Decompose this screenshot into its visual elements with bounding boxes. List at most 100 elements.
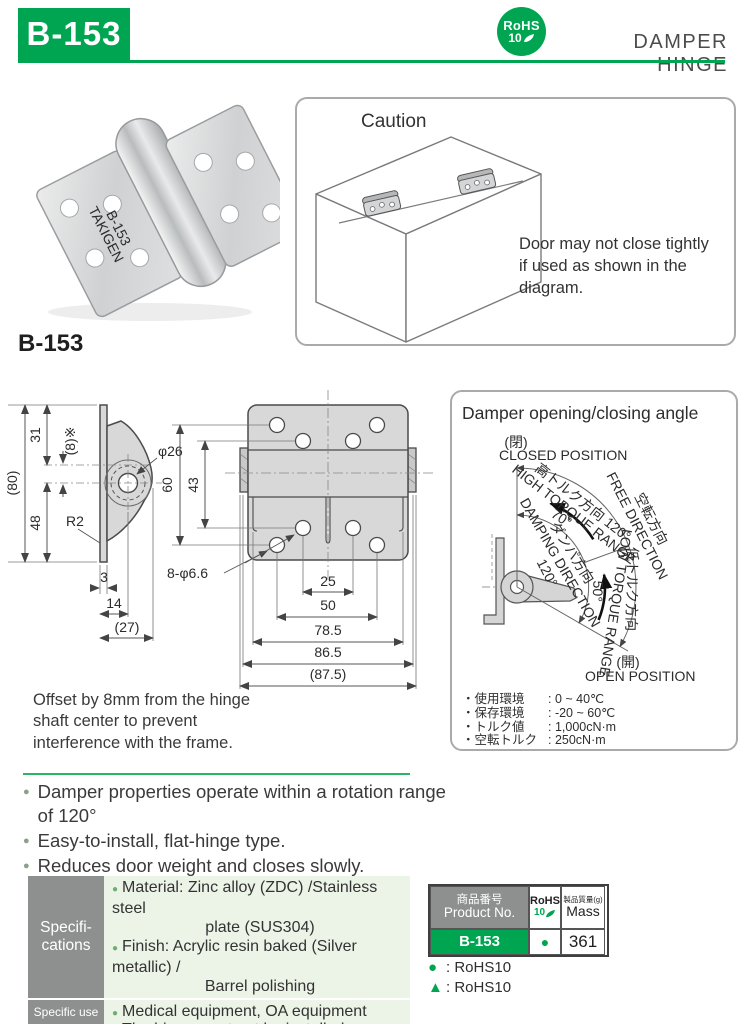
spec-text-cont: Barrel polishing [204,978,316,995]
dim-8: (8)※ [62,427,78,456]
mass-header: 製品質量(g) Mass [561,886,605,929]
env-spec-value: : 0 ~ 40℃ [548,692,605,706]
closed-jp-label: (閉) [504,434,527,450]
product-no-cell: B-153 [430,929,529,955]
dim-50: 50 [320,597,336,613]
dim-48: 48 [27,515,43,531]
bullet-icon: ● [112,884,119,895]
dim-60: 60 [159,477,175,493]
env-spec-label: ・トルク値 [462,719,525,734]
specifications-table: Specifi- cations ●Material: Zinc alloy (… [28,876,410,1024]
caution-title: Caution [361,111,427,132]
dim-holes: 8-φ6.6 [167,565,208,581]
legend-item: ▲: RoHS10 [428,978,511,998]
feature-text: Damper properties operate within a rotat… [37,781,446,826]
header-rule [18,60,725,63]
env-spec-value: : 1,000cN·m [548,719,617,734]
feature-text: Easy-to-install, flat-hinge type. [37,830,286,851]
circle-symbol: ● [428,959,438,976]
caution-message: Door may not close tightly if used as sh… [519,235,709,297]
section-divider [23,773,410,775]
mass-header-jp: 製品質量(g) [563,895,603,905]
hinge-illustration: TAKIGEN B-153 [36,104,280,318]
leaf-icon [523,34,534,42]
dim-87-5: (87.5) [310,666,347,682]
spec-row-label: Specific use [28,1000,104,1024]
dim-3: 3 [100,569,108,585]
rohs-header-line2: 10 [533,907,546,919]
low-jp-label: 低トルク方向 [623,547,640,631]
spec-text: Finish: Acrylic resin baked (Silver meta… [112,938,357,976]
dim-43: 43 [185,477,201,493]
low-torque-arrow [597,573,613,621]
bullet-icon: ● [23,786,30,798]
dim-phi26: φ26 [158,443,183,459]
angle-diagram: (閉) CLOSED POSITION (開) OPEN POSITION [482,434,695,684]
photo-shadow [48,303,252,321]
environment-specs: ・使用環境 : 0 ~ 40℃ ・保存環境 : -20 ~ 60℃ ・トルク値 : 1… [462,692,617,748]
product-code-badge: B-153 [18,8,130,60]
rohs-badge: RoHS 10 [497,7,546,56]
angle-50-label: 50° [589,580,606,602]
rohs-header-line1: RoHS [530,895,560,908]
bullet-icon: ● [23,860,30,872]
env-spec-value: : -20 ~ 60℃ [548,705,616,720]
photo-caption: B-153 [18,330,84,357]
legend-item: ● : RoHS10 [428,958,511,978]
angle-panel-title: Damper opening/closing angle [462,403,699,423]
page-title: DAMPER HINGE [633,31,728,76]
product-photo: TAKIGEN B-153 [36,104,280,321]
mass-header-en: Mass [566,903,600,920]
leaf-icon [546,909,556,917]
product-no-header-jp: 商品番号 [456,894,503,907]
technical-drawing: (80) 31 (8)※ 48 R2 φ26 3 14 [4,390,433,690]
env-spec-value: : 250cN·m [548,733,606,748]
offset-note: Offset by 8mm from the hinge shaft cente… [33,691,251,752]
product-no-header-en: Product No. [443,905,516,921]
env-spec-label: ・使用環境 [462,692,525,706]
env-spec-label: ・保存環境 [462,705,525,720]
bullet-icon: ● [112,943,119,954]
spec-item: ●Material: Zinc alloy (ZDC) /Stainless s… [112,878,408,937]
rohs-badge-line2: 10 [508,31,522,45]
caution-panel: Caution Door may not [295,97,736,346]
dim-14: 14 [106,595,122,611]
feature-list: ● Damper properties operate within a rota… [23,780,453,879]
env-spec-label: ・空転トルク [462,733,538,748]
triangle-symbol: ▲ [428,979,443,996]
legend-text: : RoHS10 [446,979,512,996]
rohs-status-mark: ● [529,929,561,955]
mass-cell: 361 [561,929,605,955]
hinge-on-box-2 [457,168,497,195]
side-view-drawing: (80) 31 (8)※ 48 R2 φ26 3 14 [4,404,183,642]
spec-item: ●Medical equipment, OA equipment [112,1002,367,1023]
rohs-badge-line1: RoHS [503,18,540,33]
dim-r2: R2 [66,513,84,529]
dim-86-5: 86.5 [314,644,341,660]
bullet-icon: ● [23,835,30,847]
rohs-legend: ● : RoHS10 ▲: RoHS10 [428,958,511,998]
table-row: Specifi- cations ●Material: Zinc alloy (… [28,876,410,998]
high-torque-arrow [549,502,595,540]
angle-panel: Damper opening/closing angle (閉) CLOSED … [450,390,738,751]
spec-text-cont: plate (SUS304) [205,919,315,936]
hinge-on-box-1 [362,190,402,217]
open-en-label: OPEN POSITION [585,668,695,684]
dim-27: (27) [115,619,140,635]
open-jp-label: (開) [616,654,639,670]
spec-item: ●Finish: Acrylic resin baked (Silver met… [112,937,408,996]
feature-item: ● Easy-to-install, flat-hinge type. [23,829,453,853]
front-view-drawing: 60 43 8-φ6.6 25 50 78.5 86 [159,390,433,690]
closed-en-label: CLOSED POSITION [499,447,627,463]
dim-78-5: 78.5 [314,622,341,638]
spec-text: The hinge must not be installed vertical… [112,1021,344,1024]
legend-text: : RoHS10 [446,959,512,976]
dim-25: 25 [320,573,336,589]
spec-item: ●The hinge must not be installed vertica… [112,1020,408,1024]
spec-text: Material: Zinc alloy (ZDC) /Stainless st… [112,879,378,917]
product-no-header: 商品番号 Product No. [430,886,529,929]
dim-31: 31 [27,427,43,443]
feature-item: ●Reduces door weight and closes slowly. [23,854,453,878]
dim-80: (80) [4,471,20,496]
